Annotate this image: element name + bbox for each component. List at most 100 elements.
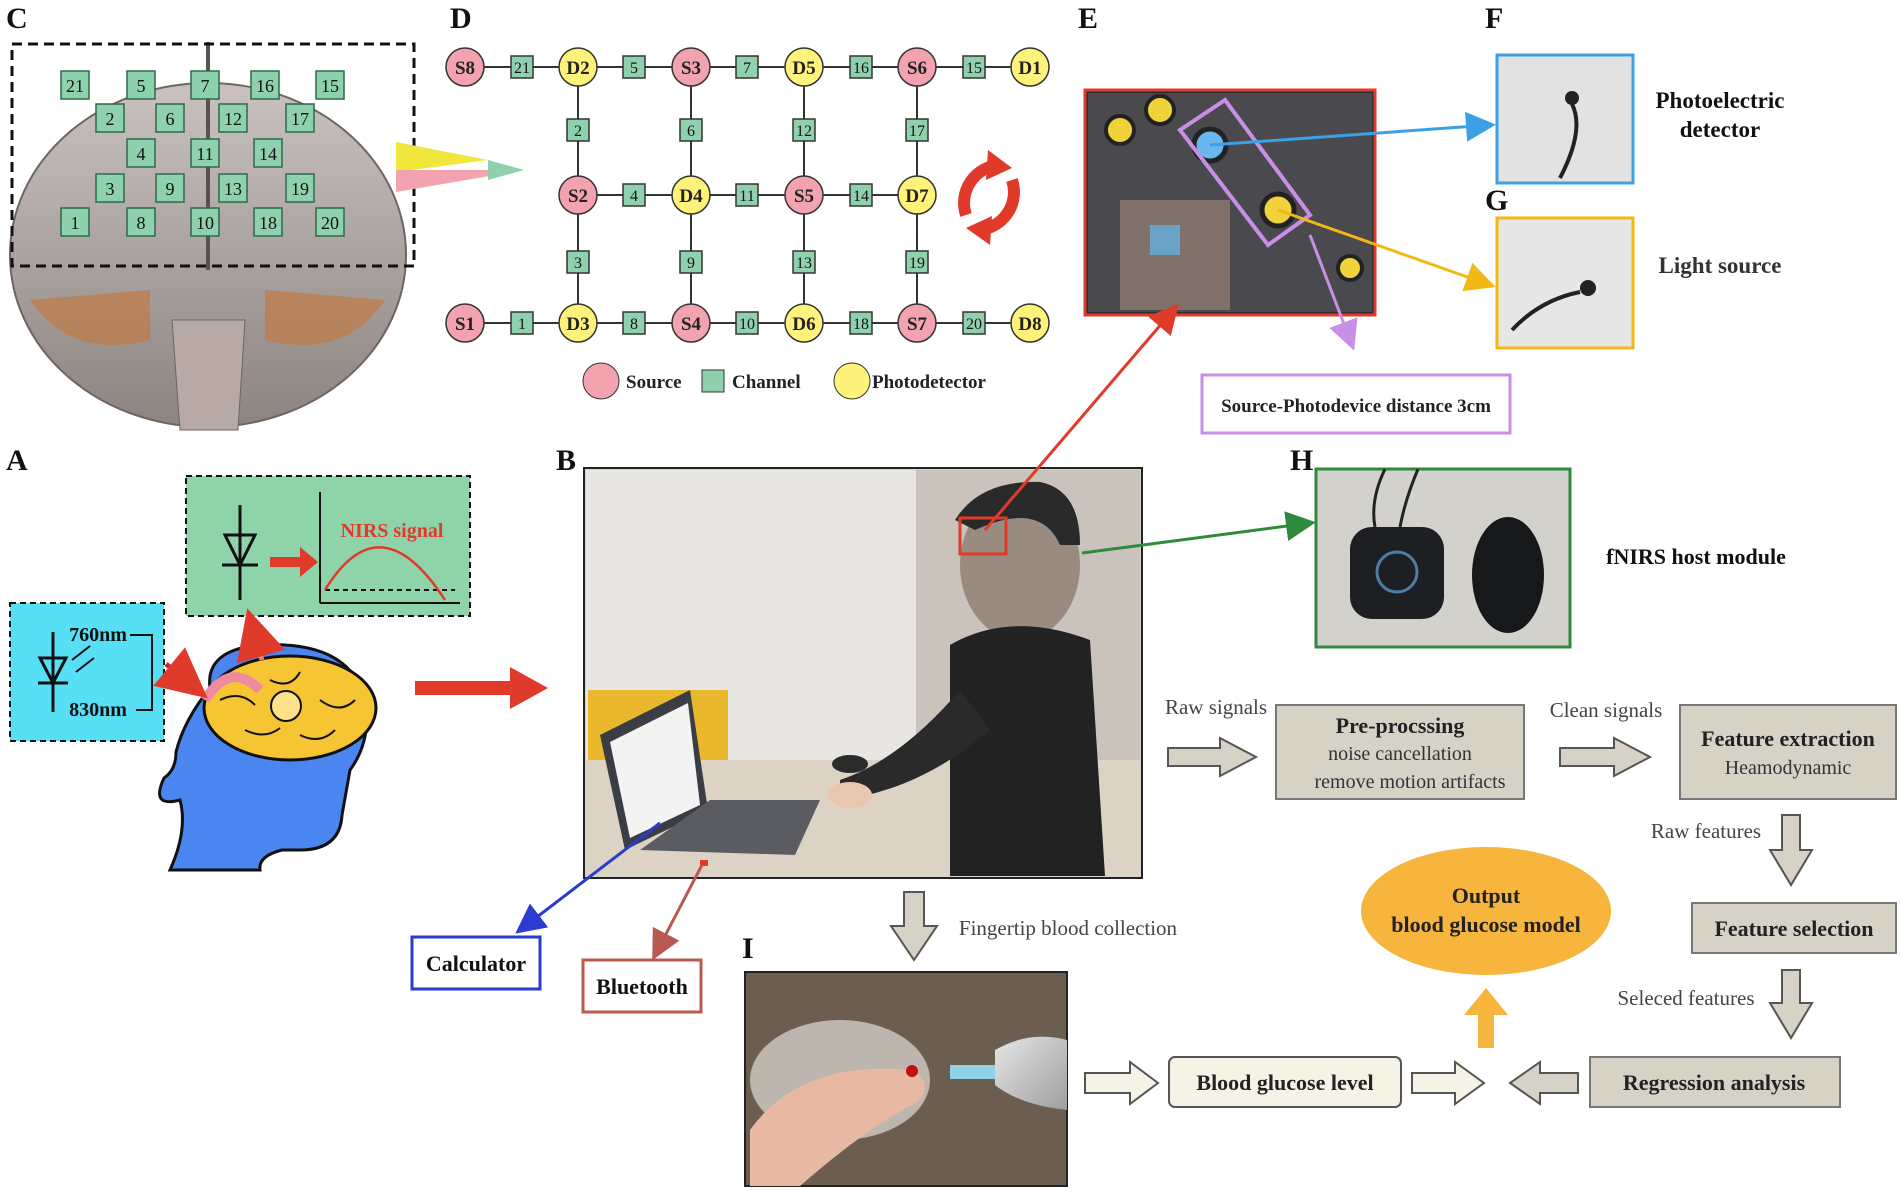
channel-label: 2 (106, 109, 115, 129)
channel-node-label: 15 (966, 60, 982, 77)
feature-extraction-sub: Heamodynamic (1725, 757, 1852, 779)
light-source-label: Light source (1659, 253, 1782, 278)
channel-label: 21 (66, 76, 84, 96)
optode-label: D2 (566, 58, 589, 79)
down-arrow-blood (889, 891, 939, 962)
channel-box (190, 138, 220, 168)
feature-selection-box (1691, 902, 1897, 954)
channel-node (679, 118, 703, 142)
channel-box (126, 70, 156, 100)
clean-signals-label: Clean signals (1550, 698, 1663, 722)
channel-label: 12 (224, 109, 242, 129)
channel-label: 19 (291, 179, 309, 199)
feature-extraction-title: Feature extraction (1701, 726, 1875, 751)
light-path (200, 672, 264, 703)
pointer-yellow (396, 142, 488, 172)
channel-box (285, 103, 315, 133)
a-to-b-arrow (415, 667, 548, 709)
host-module (1350, 527, 1444, 619)
source-node (897, 47, 937, 87)
photodetector-node (558, 303, 598, 343)
channel-box (190, 207, 220, 237)
pointer-green (488, 160, 524, 180)
distance-label: Source-Photodevice distance 3cm (1221, 396, 1491, 417)
channel-node-label: 9 (687, 255, 695, 272)
distance-label-box (1200, 373, 1512, 435)
channel-box (95, 173, 125, 203)
channel-label: 16 (256, 76, 274, 96)
legend-channel-label: Channel (732, 372, 801, 393)
channel-box (253, 138, 283, 168)
channel-node (962, 311, 986, 335)
regression-label: Regression analysis (1623, 1070, 1806, 1095)
channel-node (735, 183, 759, 207)
flow-arrow-2 (1559, 736, 1653, 778)
channel-node (679, 250, 703, 274)
optode-label: S1 (455, 314, 475, 335)
nirs-signal-label: NIRS signal (341, 520, 444, 542)
raw-features-label: Raw features (1651, 819, 1761, 843)
photodetector-node (784, 303, 824, 343)
mouse (832, 755, 868, 773)
host-module-label: fNIRS host module (1606, 544, 1786, 569)
channel-label: 1 (71, 213, 80, 233)
channel-node-label: 1 (518, 316, 526, 333)
channel-node (849, 183, 873, 207)
optode-label: D7 (905, 186, 929, 207)
channel-node-label: 13 (796, 255, 812, 272)
optode-label: D6 (792, 314, 815, 335)
panel-a-principle: NIRS signal 760nm 830nm (9, 475, 471, 872)
blood-collection-label: Fingertip blood collection (959, 916, 1178, 940)
channel-node (622, 311, 646, 335)
optode-label: S2 (568, 186, 588, 207)
channel-node (510, 55, 534, 79)
source-node (445, 47, 485, 87)
bulb-icon (270, 690, 302, 722)
flow-arrow-6 (1084, 1060, 1160, 1106)
channel-box (253, 207, 283, 237)
optode-label: S7 (907, 314, 928, 335)
channel-node-label: 16 (853, 60, 869, 77)
person-body (950, 626, 1105, 876)
legend-source-marker (582, 362, 620, 400)
channel-label: 10 (196, 213, 214, 233)
preprocessing-title: Pre-procssing (1336, 713, 1465, 738)
channel-node-label: 21 (514, 60, 530, 77)
channel-node (510, 311, 534, 335)
channel-box (285, 173, 315, 203)
channel-node-label: 4 (630, 188, 638, 205)
channel-box (218, 103, 248, 133)
photodetector-node (897, 175, 937, 215)
channel-node (962, 55, 986, 79)
channel-label: 3 (106, 179, 115, 199)
channel-node-label: 12 (796, 123, 812, 140)
flow-arrow-3 (1768, 814, 1814, 887)
channel-box (315, 207, 345, 237)
channel-node-label: 17 (909, 123, 925, 140)
rotate-arrows-icon (958, 150, 1020, 245)
channel-box (126, 207, 156, 237)
blood-drop (906, 1065, 918, 1077)
channel-box (155, 173, 185, 203)
channel-box (250, 70, 280, 100)
channel-node-label: 5 (630, 60, 638, 77)
channel-label: 9 (166, 179, 175, 199)
calculator-box (410, 935, 542, 991)
panel-g-photo (1495, 216, 1635, 350)
test-strip (950, 1065, 1000, 1079)
channel-node-label: 11 (739, 188, 754, 205)
photoelectric-label-2: detector (1680, 117, 1760, 142)
signal-curve (323, 546, 447, 601)
channel-node-label: 6 (687, 123, 695, 140)
channel-label: 17 (291, 109, 309, 129)
legend-source-label: Source (626, 372, 682, 393)
channel-node-label: 14 (853, 188, 869, 205)
glucose-meter (995, 1036, 1067, 1110)
glucose-level-box (1168, 1056, 1402, 1108)
channel-node (622, 55, 646, 79)
channel-box (95, 103, 125, 133)
source-node (558, 175, 598, 215)
photodetector-node (671, 175, 711, 215)
finger (750, 1068, 925, 1186)
